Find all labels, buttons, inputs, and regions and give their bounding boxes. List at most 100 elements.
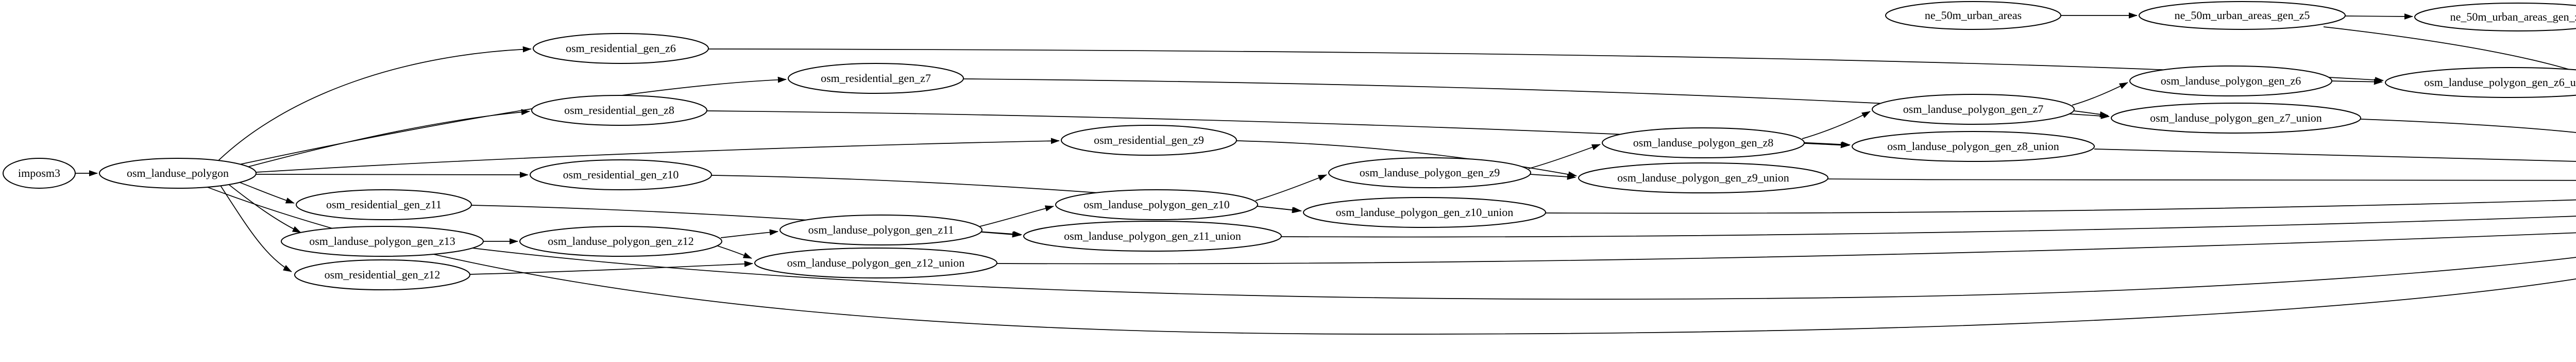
osm_landuse_polygon_gen_z6_union-shape bbox=[2385, 67, 2576, 98]
osm_landuse_polygon_gen_z10-label: osm_landuse_polygon_gen_z10 bbox=[1083, 198, 1230, 211]
osm_landuse_polygon_gen_z12-label: osm_landuse_polygon_gen_z12 bbox=[548, 235, 694, 248]
edge-osm_landuse_polygon--layer_landuse.z14+ bbox=[206, 186, 2576, 335]
osm_landuse_polygon_gen_z12-shape bbox=[519, 226, 722, 257]
edge-osm_landuse_polygon--osm_residential_gen_z9 bbox=[256, 138, 1060, 173]
edge-osm_landuse_polygon_gen_z8--osm_landuse_polygon_gen_z8_union bbox=[1804, 142, 1850, 149]
edge-osm_landuse_polygon--osm_residential_gen_z11 bbox=[235, 180, 295, 204]
node-osm_landuse_polygon_gen_z11: osm_landuse_polygon_gen_z11 bbox=[779, 215, 982, 245]
osm_landuse_polygon_gen_z11_union-shape bbox=[1023, 221, 1282, 252]
osm_landuse_polygon_gen_z7-label: osm_landuse_polygon_gen_z7 bbox=[1903, 103, 2044, 116]
imposm3-shape bbox=[3, 158, 76, 189]
edge-ne_50m_urban_areas_gen_z5--ne_50m_urban_areas_gen_z4 bbox=[2345, 13, 2413, 20]
edge-osm_landuse_polygon--osm_residential_gen_z10 bbox=[256, 172, 529, 178]
node-osm_landuse_polygon_gen_z12: osm_landuse_polygon_gen_z12 bbox=[519, 226, 722, 257]
node-ne_50m_urban_areas_gen_z5: ne_50m_urban_areas_gen_z5 bbox=[2139, 1, 2346, 30]
node-osm_landuse_polygon_gen_z10: osm_landuse_polygon_gen_z10 bbox=[1055, 189, 1258, 220]
osm_landuse_polygon_gen_z8-shape bbox=[1602, 127, 1805, 158]
edge-osm_residential_gen_z9--osm_landuse_polygon_gen_z9_union bbox=[1236, 140, 1577, 177]
osm_residential_gen_z11-shape bbox=[296, 189, 472, 220]
node-ne_50m_urban_areas: ne_50m_urban_areas bbox=[1885, 1, 2061, 30]
imposm3-label: imposm3 bbox=[18, 167, 60, 179]
osm_landuse_polygon_gen_z10-shape bbox=[1055, 189, 1258, 220]
edge-osm_landuse_polygon_gen_z7_union--layer_landuse.z7 bbox=[2360, 119, 2576, 133]
edge-osm_landuse_polygon_gen_z12--osm_landuse_polygon_gen_z11 bbox=[720, 229, 778, 238]
osm_landuse_polygon_gen_z6-shape bbox=[2129, 65, 2332, 96]
edge-osm_landuse_polygon_gen_z10_union--layer_landuse.z10 bbox=[1545, 199, 2576, 214]
osm_residential_gen_z10-label: osm_residential_gen_z10 bbox=[563, 168, 679, 181]
edge-osm_landuse_polygon_gen_z11--osm_landuse_polygon_gen_z11_union bbox=[981, 231, 1021, 238]
edge-osm_landuse_polygon--osm_residential_gen_z6 bbox=[216, 46, 532, 163]
node-osm_landuse_polygon_gen_z8_union: osm_landuse_polygon_gen_z8_union bbox=[1852, 131, 2095, 162]
node-osm_landuse_polygon_gen_z12_union: osm_landuse_polygon_gen_z12_union bbox=[754, 248, 997, 278]
osm_landuse_polygon_gen_z8_union-label: osm_landuse_polygon_gen_z8_union bbox=[1887, 140, 2059, 153]
osm_residential_gen_z8-label: osm_residential_gen_z8 bbox=[564, 104, 674, 117]
node-osm_landuse_polygon_gen_z6: osm_landuse_polygon_gen_z6 bbox=[2129, 65, 2332, 96]
node-osm_landuse_polygon_gen_z7: osm_landuse_polygon_gen_z7 bbox=[1872, 94, 2075, 125]
edge-osm_landuse_polygon_gen_z11_union--layer_landuse.z11 bbox=[1281, 216, 2576, 238]
node-osm_residential_gen_z7: osm_residential_gen_z7 bbox=[788, 63, 964, 94]
edge-osm_landuse_polygon_gen_z7--osm_landuse_polygon_gen_z7_union bbox=[2074, 110, 2109, 118]
node-osm_landuse_polygon_gen_z9: osm_landuse_polygon_gen_z9 bbox=[1328, 157, 1531, 188]
osm_residential_gen_z12-label: osm_residential_gen_z12 bbox=[325, 268, 440, 281]
osm_landuse_polygon_gen_z9_union-shape bbox=[1578, 162, 1828, 193]
osm_residential_gen_z12-shape bbox=[294, 259, 470, 290]
osm_landuse_polygon_gen_z11-shape bbox=[779, 215, 982, 245]
osm_landuse_polygon-label: osm_landuse_polygon bbox=[127, 167, 229, 179]
osm_landuse_polygon_gen_z9_union-label: osm_landuse_polygon_gen_z9_union bbox=[1617, 171, 1789, 184]
osm_landuse_polygon_gen_z12_union-shape bbox=[754, 248, 997, 278]
edge-ne_50m_urban_areas_gen_z5--layer_landuse.z5 bbox=[2323, 26, 2576, 72]
node-imposm3: imposm3 bbox=[3, 158, 76, 189]
osm_residential_gen_z7-label: osm_residential_gen_z7 bbox=[821, 72, 931, 85]
node-osm_landuse_polygon_gen_z8: osm_landuse_polygon_gen_z8 bbox=[1602, 127, 1805, 158]
edge-osm_landuse_polygon_gen_z7--osm_landuse_polygon_gen_z6 bbox=[2072, 82, 2128, 106]
edge-osm_landuse_polygon--osm_residential_gen_z12 bbox=[220, 185, 292, 272]
osm_landuse_polygon_gen_z8_union-shape bbox=[1852, 131, 2095, 162]
ne_50m_urban_areas_gen_z4-label: ne_50m_urban_areas_gen_z4 bbox=[2450, 10, 2576, 23]
osm_residential_gen_z6-shape bbox=[533, 33, 709, 64]
osm_landuse_polygon_gen_z10_union-label: osm_landuse_polygon_gen_z10_union bbox=[1336, 206, 1514, 219]
ne_50m_urban_areas-label: ne_50m_urban_areas bbox=[1925, 9, 2022, 22]
osm_residential_gen_z8-shape bbox=[531, 95, 707, 126]
edge-osm_landuse_polygon--osm_landuse_polygon_gen_z13 bbox=[228, 184, 301, 233]
osm_residential_gen_z9-label: osm_residential_gen_z9 bbox=[1094, 134, 1204, 146]
edge-osm_residential_gen_z12--osm_landuse_polygon_gen_z12_union bbox=[469, 260, 753, 275]
osm_landuse_polygon_gen_z6_union-label: osm_landuse_polygon_gen_z6_union bbox=[2424, 76, 2576, 89]
edge-osm_landuse_polygon_gen_z10--osm_landuse_polygon_gen_z10_union bbox=[1257, 206, 1301, 213]
osm_landuse_polygon-shape bbox=[99, 158, 257, 189]
node-osm_landuse_polygon_gen_z7_union: osm_landuse_polygon_gen_z7_union bbox=[2111, 103, 2361, 134]
osm_landuse_polygon_gen_z6-label: osm_landuse_polygon_gen_z6 bbox=[2161, 74, 2301, 87]
ne_50m_urban_areas_gen_z4-shape bbox=[2414, 3, 2576, 31]
osm_residential_gen_z6-label: osm_residential_gen_z6 bbox=[566, 42, 676, 55]
osm_landuse_polygon_gen_z13-shape bbox=[281, 226, 484, 257]
osm_landuse_polygon_gen_z8-label: osm_landuse_polygon_gen_z8 bbox=[1633, 136, 1774, 149]
edge-osm_landuse_polygon_gen_z9--osm_landuse_polygon_gen_z8 bbox=[1528, 144, 1601, 169]
node-osm_landuse_polygon: osm_landuse_polygon bbox=[99, 158, 257, 189]
node-ne_50m_urban_areas_gen_z4: ne_50m_urban_areas_gen_z4 bbox=[2414, 3, 2576, 31]
osm_landuse_polygon_gen_z7_union-shape bbox=[2111, 103, 2361, 134]
osm_landuse_polygon_gen_z7-shape bbox=[1872, 94, 2075, 125]
edge-osm_landuse_polygon--osm_residential_gen_z8 bbox=[243, 109, 530, 169]
osm_landuse_polygon_gen_z11_union-label: osm_landuse_polygon_gen_z11_union bbox=[1064, 229, 1241, 242]
osm_landuse_polygon_gen_z7_union-label: osm_landuse_polygon_gen_z7_union bbox=[2150, 111, 2322, 124]
node-osm_landuse_polygon_gen_z10_union: osm_landuse_polygon_gen_z10_union bbox=[1303, 197, 1546, 228]
ne_50m_urban_areas_gen_z5-shape bbox=[2139, 1, 2346, 30]
edge-osm_landuse_polygon_gen_z12--osm_landuse_polygon_gen_z12_union bbox=[714, 244, 752, 259]
ne_50m_urban_areas-shape bbox=[1885, 1, 2061, 30]
osm_residential_gen_z11-label: osm_residential_gen_z11 bbox=[326, 198, 442, 211]
node-osm_residential_gen_z9: osm_residential_gen_z9 bbox=[1061, 125, 1237, 156]
osm_residential_gen_z9-shape bbox=[1061, 125, 1237, 156]
node-osm_residential_gen_z6: osm_residential_gen_z6 bbox=[533, 33, 709, 64]
node-osm_landuse_polygon_gen_z6_union: osm_landuse_polygon_gen_z6_union bbox=[2385, 67, 2576, 98]
node-osm_residential_gen_z8: osm_residential_gen_z8 bbox=[531, 95, 707, 126]
edge-osm_landuse_polygon--osm_residential_gen_z7 bbox=[234, 76, 787, 166]
edge-osm_landuse_polygon_gen_z9_union--layer_landuse.z9 bbox=[1827, 178, 2576, 182]
osm_landuse_polygon_gen_z9-label: osm_landuse_polygon_gen_z9 bbox=[1360, 166, 1500, 179]
osm_residential_gen_z10-shape bbox=[530, 159, 712, 190]
edge-osm_landuse_polygon_gen_z13--layer_landuse.z13 bbox=[463, 246, 2576, 300]
edge-osm_landuse_polygon_gen_z8--osm_landuse_polygon_gen_z7 bbox=[1802, 111, 1871, 139]
node-osm_residential_gen_z12: osm_residential_gen_z12 bbox=[294, 259, 470, 290]
osm_landuse_polygon_gen_z13-label: osm_landuse_polygon_gen_z13 bbox=[309, 235, 455, 248]
osm_landuse_polygon_gen_z12_union-label: osm_landuse_polygon_gen_z12_union bbox=[787, 256, 965, 269]
